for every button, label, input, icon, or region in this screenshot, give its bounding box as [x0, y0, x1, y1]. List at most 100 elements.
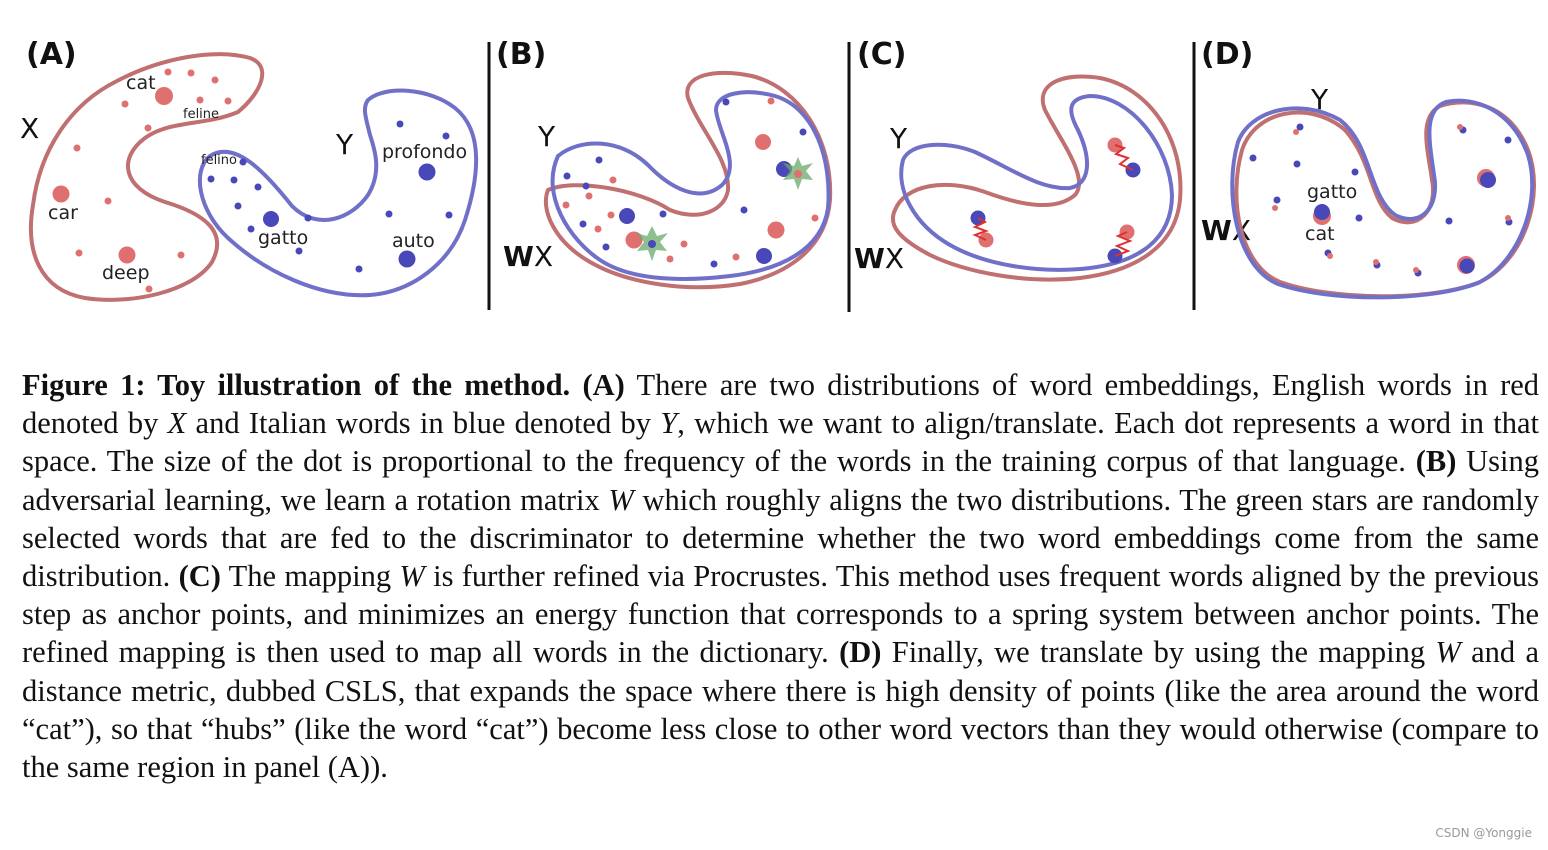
- dot: [234, 202, 242, 210]
- dot: [666, 255, 674, 263]
- word-label-gatto: gatto: [1307, 181, 1357, 203]
- dot: [767, 221, 785, 239]
- dot: [710, 260, 718, 268]
- panel-a-italian-region: [197, 88, 479, 298]
- dot: [625, 231, 643, 249]
- caption-a-text1: There are two distributions of word embe…: [22, 368, 1540, 441]
- caption-b-text2: which roughly aligns the two distributio…: [22, 482, 1540, 594]
- dot: [118, 246, 136, 264]
- caption-y-symbol: Y: [660, 406, 678, 441]
- dot: [585, 192, 593, 200]
- spring-connector: [1114, 231, 1133, 257]
- dot: [254, 183, 262, 191]
- dot: [732, 253, 740, 261]
- dot: [609, 176, 617, 184]
- dot: [211, 76, 219, 84]
- dot: [1296, 123, 1304, 131]
- caption-d-text2: and a distance metric, dubbed CSLS, that…: [22, 635, 1540, 785]
- panel-a-y-label: Y: [335, 128, 354, 161]
- dot: [794, 170, 802, 178]
- panel-d-dots: [1249, 123, 1513, 277]
- dot: [767, 97, 775, 105]
- panel-d-italian-region: [1230, 98, 1535, 300]
- word-label-deep: deep: [102, 262, 150, 284]
- dot: [164, 68, 172, 76]
- caption-w-symbol: W: [608, 482, 634, 517]
- dot: [1249, 154, 1257, 162]
- panel-d-y-label: Y: [1310, 83, 1329, 116]
- dot: [187, 69, 195, 77]
- dot: [396, 120, 404, 128]
- dot: [75, 249, 83, 257]
- dot: [594, 225, 602, 233]
- panel-b: (B) Y WX: [496, 37, 833, 290]
- dot: [722, 98, 730, 106]
- dot: [1459, 258, 1475, 274]
- figure-illustration: (A) X Y: [0, 0, 1548, 330]
- dot: [442, 132, 450, 140]
- dot: [73, 144, 81, 152]
- dot: [563, 172, 571, 180]
- dot: [1293, 160, 1301, 168]
- panel-d: (D) Y WX: [1201, 37, 1537, 300]
- dot: [1457, 124, 1463, 130]
- figure-svg: (A) X Y: [20, 37, 1537, 312]
- caption-c-text1: The mapping: [228, 559, 392, 594]
- panel-a-x-label: X: [20, 112, 39, 145]
- panel-b-english-region: [543, 70, 833, 290]
- spring-connector: [972, 217, 989, 241]
- dot: [239, 158, 247, 166]
- word-label-car: car: [48, 202, 78, 224]
- dot: [52, 185, 70, 203]
- word-label-feline: feline: [183, 107, 219, 122]
- dot: [1293, 129, 1299, 135]
- dot: [145, 285, 153, 293]
- word-label-cat: cat: [126, 72, 156, 94]
- dot: [1273, 196, 1281, 204]
- dot: [295, 247, 303, 255]
- panel-b-wx-label: WX: [503, 240, 553, 273]
- dot: [121, 100, 129, 108]
- dot: [445, 211, 453, 219]
- caption-a-text3: , which we want to align/translate. Each…: [22, 406, 1540, 479]
- caption-d-tag: (D): [839, 635, 882, 670]
- dot: [740, 206, 748, 214]
- dot: [799, 128, 807, 136]
- panel-c-y-label: Y: [889, 122, 908, 155]
- dot: [385, 210, 393, 218]
- panel-b-italian-region: [550, 90, 831, 281]
- caption-w-symbol: W: [1435, 635, 1461, 670]
- dot: [1314, 204, 1330, 220]
- caption-b-tag: (B): [1415, 444, 1457, 479]
- dot: [355, 265, 363, 273]
- word-label-auto: auto: [392, 230, 435, 252]
- dot: [104, 197, 112, 205]
- dot: [1505, 215, 1511, 221]
- word-label-felino: felino: [201, 153, 237, 168]
- caption-label: Figure 1: Toy illustration of the method…: [22, 368, 571, 402]
- dot: [595, 156, 603, 164]
- dot: [1480, 172, 1496, 188]
- caption-a-tag: (A): [582, 368, 625, 402]
- dot: [398, 250, 416, 268]
- figure-caption: Figure 1: Toy illustration of the method…: [22, 366, 1539, 786]
- panel-b-letter: (B): [496, 37, 546, 72]
- dot: [207, 175, 215, 183]
- panel-a-dots: [52, 68, 453, 293]
- word-label-gatto: gatto: [258, 227, 308, 249]
- panel-d-letter: (D): [1201, 37, 1253, 72]
- panel-c: (C) Y WX: [854, 37, 1183, 282]
- dot: [304, 214, 312, 222]
- dot: [263, 211, 279, 227]
- word-label-profondo: profondo: [382, 141, 467, 163]
- dot: [247, 225, 255, 233]
- dot: [811, 214, 819, 222]
- dot: [1327, 253, 1333, 259]
- dot: [562, 201, 570, 209]
- word-label-cat: cat: [1305, 223, 1335, 245]
- spring-connector: [1113, 144, 1134, 171]
- dot: [607, 211, 615, 219]
- watermark: CSDN @Yonggie: [1435, 826, 1532, 840]
- dot: [418, 163, 436, 181]
- panel-a-letter: (A): [26, 37, 77, 72]
